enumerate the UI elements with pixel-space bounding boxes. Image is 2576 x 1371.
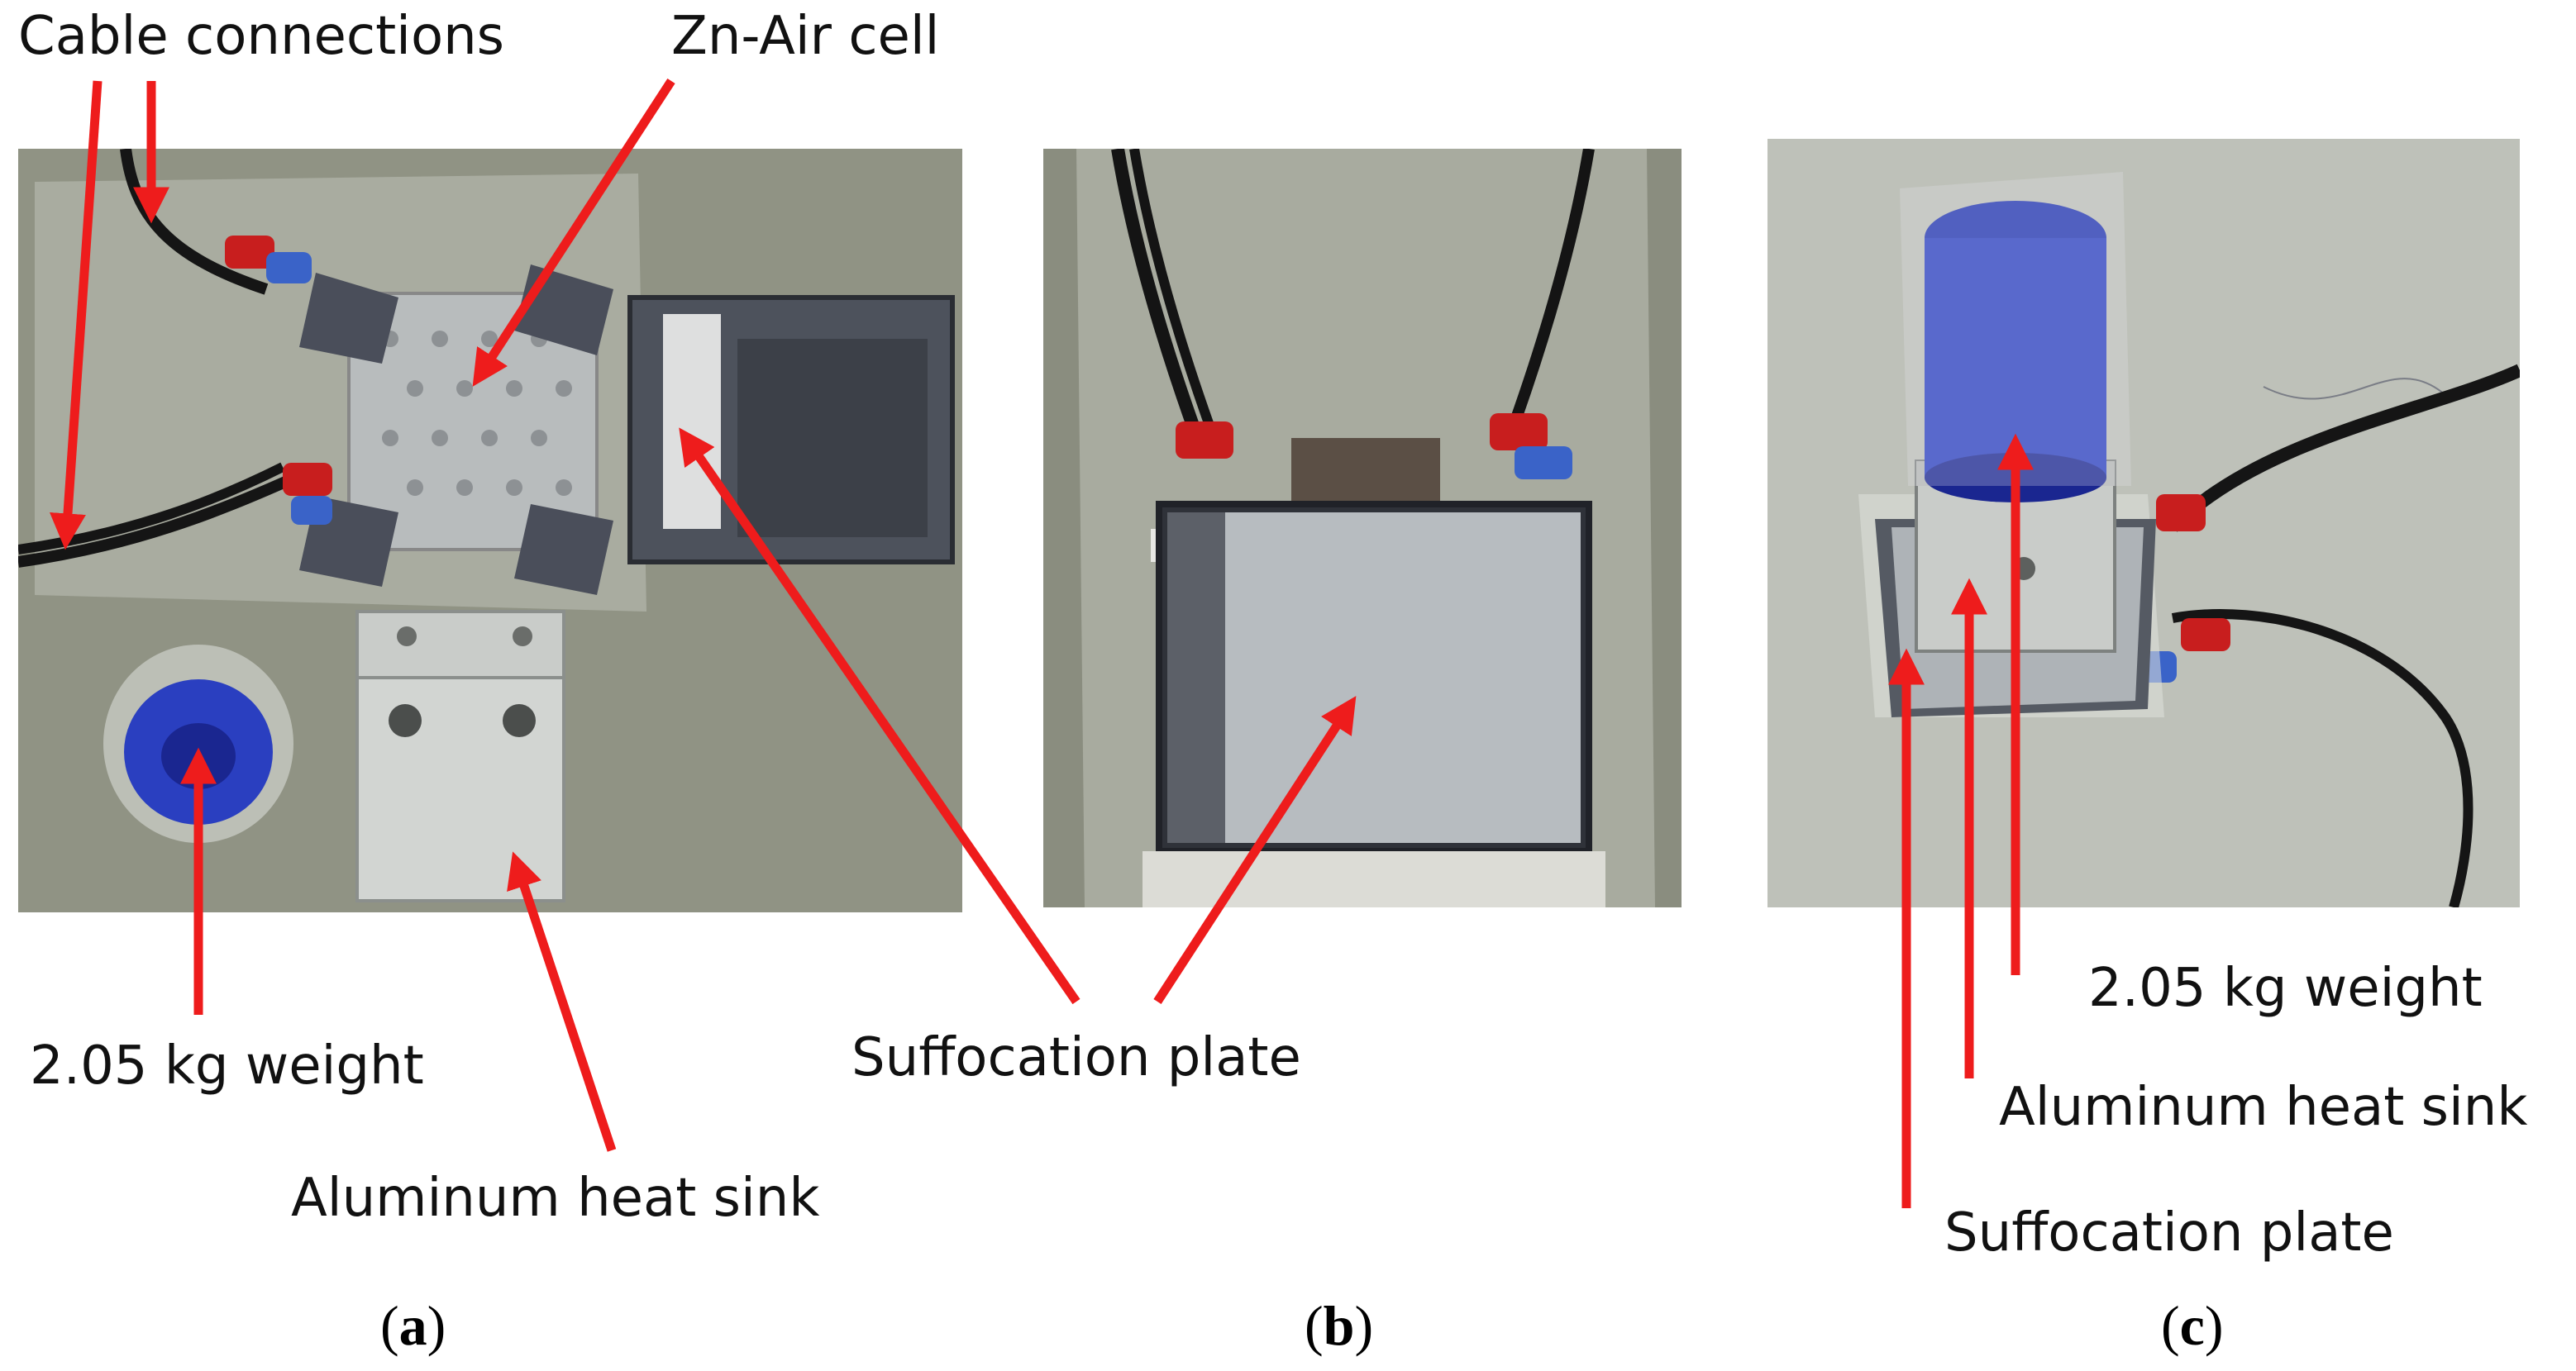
caption-a-close: ): [427, 1294, 446, 1357]
caption-b-open: (: [1305, 1294, 1324, 1357]
caption-a-open: (: [380, 1294, 399, 1357]
caption-c-close: ): [2204, 1294, 2224, 1357]
caption-a-letter: a: [398, 1294, 427, 1357]
caption-c-letter: c: [2179, 1294, 2205, 1357]
label-weight-a: 2.05 kg weight: [30, 1035, 424, 1097]
caption-b-letter: b: [1323, 1294, 1355, 1357]
caption-a: (a): [380, 1297, 446, 1354]
label-zn-air-cell: Zn-Air cell: [671, 6, 940, 67]
caption-c-open: (: [2161, 1294, 2180, 1357]
caption-b-close: ): [1354, 1294, 1374, 1357]
label-weight-c: 2.05 kg weight: [2088, 958, 2483, 1019]
label-suffocation-plate-c: Suffocation plate: [1944, 1202, 2394, 1264]
photo-c: [1767, 139, 2520, 907]
label-heat-sink-c: Aluminum heat sink: [1999, 1077, 2528, 1138]
label-heat-sink-a: Aluminum heat sink: [291, 1168, 820, 1229]
label-cable-connections: Cable connections: [18, 6, 504, 67]
photo-b: [1043, 149, 1682, 907]
label-suffocation-plate-b: Suffocation plate: [852, 1027, 1301, 1088]
caption-c: (c): [2161, 1297, 2224, 1354]
caption-b: (b): [1305, 1297, 1373, 1354]
photo-a: [18, 149, 962, 912]
